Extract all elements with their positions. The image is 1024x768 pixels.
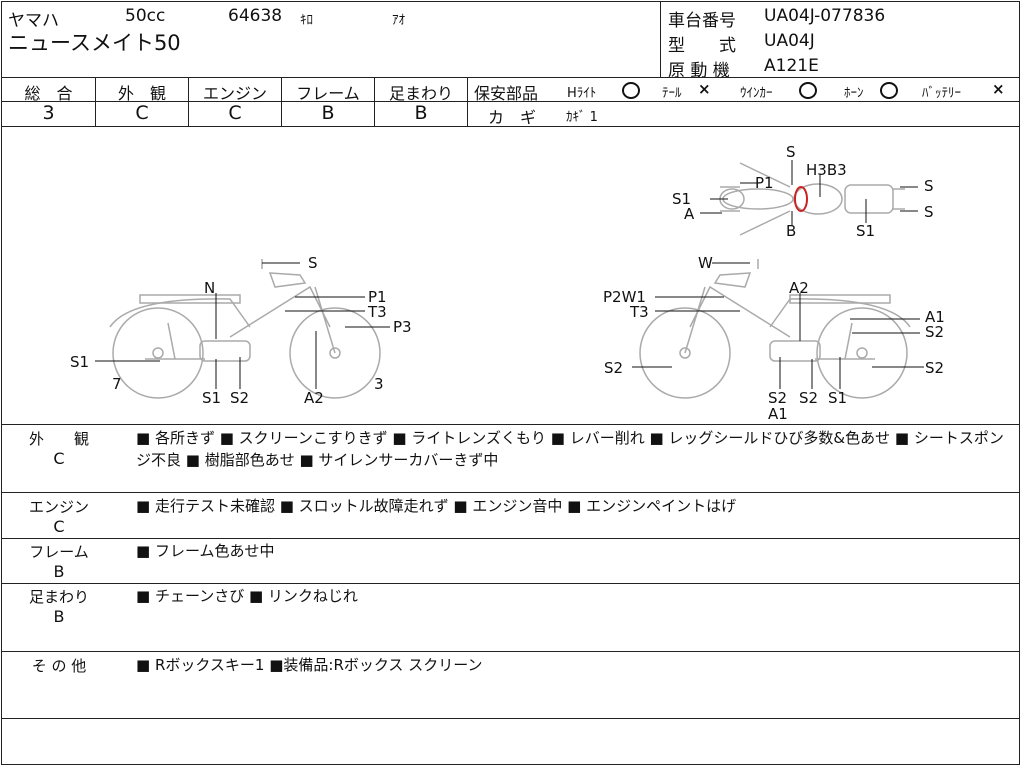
diag-top-b: B <box>786 222 796 240</box>
top-view-sketch <box>719 162 905 236</box>
grade-total-value: 3 <box>42 102 55 124</box>
diag-left-s: S <box>308 254 318 272</box>
section-engine-text: ■ 走行テスト未確認 ■ スロットル故障走れず ■ エンジン音中 ■ エンジンペ… <box>136 497 737 515</box>
diag-left-s2: S2 <box>230 389 249 407</box>
grade-engine-value: C <box>228 102 242 124</box>
diag-right-s2a: S2 <box>925 323 944 341</box>
divider <box>1 718 1020 719</box>
divider <box>1 424 1020 425</box>
diag-right-s2c: S2 <box>768 389 787 407</box>
model-name: ニュースメイト50 <box>8 31 181 55</box>
diag-left-a2: A2 <box>304 389 324 407</box>
key-value: ｶｷﾞ 1 <box>566 110 598 125</box>
battery-ng-mark: × <box>992 80 1005 98</box>
diag-right-a1b: A1 <box>768 405 788 423</box>
diag-right-a2: A2 <box>789 279 809 297</box>
key-label: カ ギ <box>488 108 537 127</box>
section-exterior-label: 外 観 <box>28 430 89 448</box>
callout-lines <box>95 160 924 389</box>
tail-label: ﾃｰﾙ <box>662 86 682 101</box>
diag-top-h3b3: H3B3 <box>806 161 847 179</box>
diag-top-a: A <box>684 205 695 223</box>
section-frame-label: フレーム <box>29 543 89 561</box>
section-exterior-grade: C <box>53 449 65 468</box>
section-chassis-grade: B <box>53 607 65 626</box>
grade-frame-label: フレーム <box>296 84 360 103</box>
section-frame-grade: B <box>53 562 65 581</box>
divider <box>1 77 1020 78</box>
headlight-ok-icon <box>622 82 640 101</box>
diag-right-s2b: S2 <box>604 359 623 377</box>
diag-left-s1b: S1 <box>202 389 221 407</box>
divider <box>1 651 1020 652</box>
section-engine-label: エンジン <box>28 498 89 516</box>
header-divider <box>660 1 661 77</box>
diag-right-s2d: S2 <box>799 389 818 407</box>
frame-no-label: 車台番号 <box>668 11 736 31</box>
section-other-label: そ の 他 <box>31 657 87 675</box>
diag-top-p1: P1 <box>755 174 774 192</box>
winker-label: ｳｲﾝｶｰ <box>740 86 773 101</box>
diag-left-p1: P1 <box>368 288 387 306</box>
diag-top-s1b: S1 <box>672 190 691 208</box>
diag-right-p2w1: P2W1 <box>603 288 646 306</box>
battery-label: ﾊﾞｯﾃﾘｰ <box>922 86 961 101</box>
damage-circle <box>794 186 808 212</box>
grade-exterior-label: 外 観 <box>117 84 166 103</box>
color: ｱｵ <box>392 13 405 28</box>
section-exterior-text: ■ 各所きず ■ スクリーンこすりきず ■ ライトレンズくもり ■ レバー削れ … <box>136 429 1004 469</box>
grade-chassis-value: B <box>414 102 428 124</box>
damage-diagram: S H3B3 P1 S1 A B S1 S S S N P1 T3 P3 S1 … <box>70 143 945 423</box>
grade-exterior-value: C <box>135 102 149 124</box>
displacement: 50cc <box>125 6 166 26</box>
grade-chassis-label: 足まわり <box>388 84 453 103</box>
diag-left-p3: P3 <box>393 318 412 336</box>
section-frame-text: ■ フレーム色あせ中 <box>136 542 275 560</box>
diag-right-a1: A1 <box>925 308 945 326</box>
frame-no: UA04J-077836 <box>764 6 886 26</box>
divider <box>1 492 1020 493</box>
divider <box>1 583 1020 584</box>
section-chassis-text: ■ チェーンさび ■ リンクねじれ <box>136 587 358 605</box>
diag-top-s1: S <box>786 143 796 161</box>
diag-top-s1c: S1 <box>856 222 875 240</box>
headlight-label: Hﾗｲﾄ <box>567 86 597 101</box>
type-value: UA04J <box>764 31 815 51</box>
horn-label: ﾎｰﾝ <box>844 86 864 101</box>
mileage-unit: ｷﾛ <box>300 13 313 28</box>
type-label: 型 式 <box>668 36 736 56</box>
diag-right-s1: S1 <box>828 389 847 407</box>
section-engine-grade: C <box>53 517 65 536</box>
safety-title: 保安部品 <box>474 84 539 103</box>
grade-total-label: 総 合 <box>24 84 73 103</box>
section-other-text: ■ Rボックスキー1 ■装備品:Rボックス スクリーン <box>136 656 483 674</box>
engine-value: A121E <box>764 56 819 76</box>
diag-right-t3: T3 <box>629 303 649 321</box>
left-view-sketch <box>109 259 381 399</box>
diag-left-3: 3 <box>374 375 384 393</box>
diag-right-w: W <box>698 254 713 272</box>
diag-left-7: 7 <box>112 375 122 393</box>
winker-ok-icon <box>799 82 817 101</box>
horn-ok-icon <box>880 82 898 101</box>
diag-left-t3: T3 <box>367 303 387 321</box>
cell-border <box>467 101 1020 102</box>
maker: ヤマハ <box>8 11 59 31</box>
engine-label: 原 動 機 <box>668 61 730 81</box>
grade-engine-label: エンジン <box>202 84 267 103</box>
diag-right-s2e: S2 <box>925 359 944 377</box>
divider <box>1 538 1020 539</box>
diag-top-s2: S <box>924 177 934 195</box>
cell-border <box>1 101 467 102</box>
diag-left-s1: S1 <box>70 353 89 371</box>
diag-left-n: N <box>204 279 215 297</box>
divider <box>1 126 1020 127</box>
grade-frame-value: B <box>321 102 335 124</box>
diag-top-s3: S <box>924 203 934 221</box>
tail-ng-mark: × <box>698 80 711 98</box>
mileage: 64638 <box>228 6 283 26</box>
section-chassis-label: 足まわり <box>28 588 89 606</box>
right-view-sketch <box>639 259 911 399</box>
